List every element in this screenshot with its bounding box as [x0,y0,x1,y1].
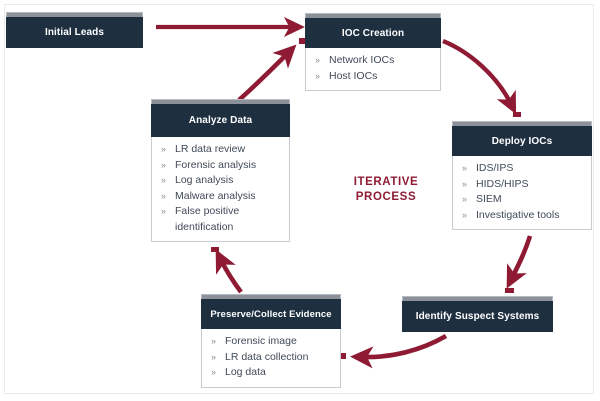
bullet-icon: » [315,55,321,65]
node-identify-suspect-systems[interactable]: Identify Suspect Systems [402,296,553,332]
node-title: Identify Suspect Systems [402,301,553,332]
node-initial-leads[interactable]: Initial Leads [6,12,143,48]
list-item-label: LR data review [175,143,246,155]
list-item-label: Network IOCs [329,54,395,66]
list-item: » False positive identification [158,204,285,235]
bullet-icon: » [161,206,167,216]
node-cap [201,294,341,299]
bullet-icon: » [161,159,167,170]
node-title: IOC Creation [305,18,441,48]
node-preserve-collect-evidence[interactable]: Preserve/Collect Evidence » Forensic imag… [201,294,341,388]
list-item: » HIDS/HIPS [459,177,587,193]
list-item: » IDS/IPS [459,161,587,177]
iterative-process-line1: ITERATIVE [353,176,419,188]
list-item: » Investigative tools [459,208,587,224]
list-item: » SIEM [459,192,587,208]
list-item-label: Log analysis [175,174,234,186]
bullet-icon: » [462,163,468,173]
node-deploy-iocs[interactable]: Deploy IOCs » IDS/IPS » HIDS/HIPS » SIEM » I… [452,121,592,230]
iterative-process-label: ITERATIVE PROCESS [330,175,442,205]
node-cap [151,99,290,104]
bullet-icon: » [161,144,167,154]
node-analyze-data[interactable]: Analyze Data » LR data review » Forensic a… [151,99,290,242]
list-item: » Network IOCs [312,53,436,69]
list-item-label: Investigative tools [476,208,560,221]
node-title: Deploy IOCs [452,126,592,156]
bullet-icon: » [211,351,217,362]
list-item: » Forensic analysis [158,158,285,174]
node-body: » IDS/IPS » HIDS/HIPS » SIEM » Investigative… [452,156,592,230]
node-cap [402,296,553,301]
bullet-icon: » [211,336,217,346]
list-item-label: Forensic image [225,335,297,347]
list-item: » Malware analysis [158,189,285,205]
list-item: » LR data review [158,142,285,158]
node-ioc-creation[interactable]: IOC Creation » Network IOCs » Host IOCs [305,13,441,91]
node-cap [452,121,592,126]
bullet-icon: » [315,70,321,81]
list-item-label: SIEM [476,193,502,205]
node-cap [6,12,143,17]
node-title: Preserve/Collect Evidence [201,299,341,329]
list-item: » Forensic image [208,334,336,350]
bullet-icon: » [462,178,468,189]
bullet-icon: » [462,194,468,204]
list-item-label: False positive identification [175,205,240,233]
node-cap [305,13,441,18]
list-item-label: HIDS/HIPS [476,177,529,190]
bullet-icon: » [161,190,167,201]
list-item-label: LR data collection [225,350,309,363]
list-item: » Host IOCs [312,69,436,85]
list-item-label: Forensic analysis [175,158,257,171]
node-body: » Network IOCs » Host IOCs [305,48,441,91]
iterative-process-line2: PROCESS [355,191,417,203]
list-item: » Log data [208,365,336,381]
node-body: » LR data review » Forensic analysis » Log … [151,137,290,242]
list-item-label: Malware analysis [175,189,256,202]
node-body: » Forensic image » LR data collection » Log… [201,329,341,388]
node-title: Analyze Data [151,104,290,137]
list-item: » Log analysis [158,173,285,189]
list-item: » LR data collection [208,350,336,366]
list-item-label: Host IOCs [329,69,378,82]
bullet-icon: » [211,367,217,377]
list-item-label: Log data [225,366,266,378]
bullet-icon: » [161,175,167,185]
list-item-label: IDS/IPS [476,162,514,174]
node-title: Initial Leads [6,17,143,48]
bullet-icon: » [462,209,468,220]
